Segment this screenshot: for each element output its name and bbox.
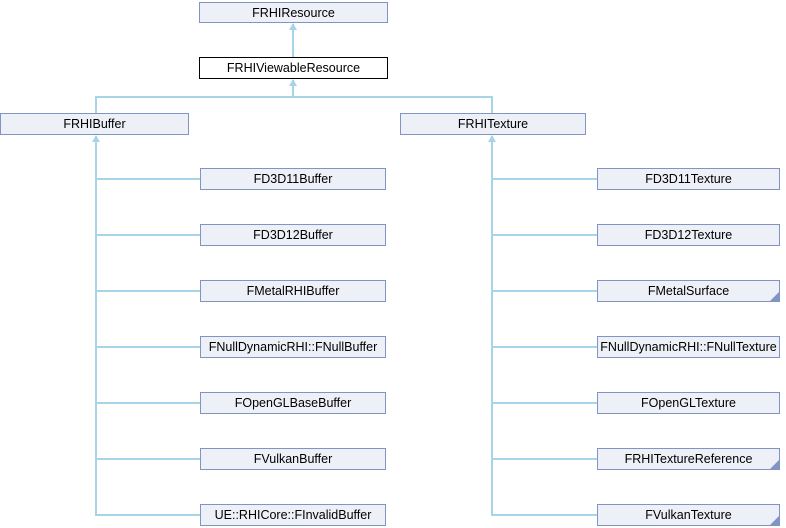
connector-line [96,178,200,180]
node-frhiviewableresource-current: FRHIViewableResource [199,57,388,79]
node-frhitexturereference[interactable]: FRHITextureReference [597,448,780,470]
connector-line [492,514,597,516]
node-frhiresource[interactable]: FRHIResource [199,2,388,23]
connector-line [96,290,200,292]
node-fmetalrhibuffer[interactable]: FMetalRHIBuffer [200,280,386,302]
node-fd3d12buffer[interactable]: FD3D12Buffer [200,224,386,246]
node-fvulkantexture[interactable]: FVulkanTexture [597,504,780,526]
connector-line [96,402,200,404]
connector-line [491,97,493,113]
node-fmetalsurface[interactable]: FMetalSurface [597,280,780,302]
connector-line [492,290,597,292]
derived-classes-fold-icon [770,460,779,469]
node-ue-rhicore-finvalidbuffer[interactable]: UE::RHICore::FInvalidBuffer [200,504,386,526]
node-frhibuffer[interactable]: FRHIBuffer [0,113,189,135]
connector-line [96,234,200,236]
node-fnulldynamicrhi-fnullbuffer[interactable]: FNullDynamicRHI::FNullBuffer [200,336,386,358]
connector-line [292,24,294,57]
node-label: FMetalSurface [647,284,730,298]
connector-line [95,96,493,98]
connector-line [292,80,294,97]
connector-line [492,458,597,460]
node-fd3d11texture[interactable]: FD3D11Texture [597,168,780,190]
node-frhitexture[interactable]: FRHITexture [400,113,586,135]
node-fopenglbasebuffer[interactable]: FOpenGLBaseBuffer [200,392,386,414]
node-fd3d12texture[interactable]: FD3D12Texture [597,224,780,246]
connector-line [492,178,597,180]
connector-line [96,458,200,460]
connector-line [492,402,597,404]
connector-line [491,136,493,516]
derived-classes-fold-icon [770,516,779,525]
node-fopengltexture[interactable]: FOpenGLTexture [597,392,780,414]
connector-line [492,234,597,236]
derived-classes-fold-icon [770,292,779,301]
connector-line [96,346,200,348]
connector-line [96,514,200,516]
node-fd3d11buffer[interactable]: FD3D11Buffer [200,168,386,190]
connector-line [95,97,97,113]
connector-line [492,346,597,348]
node-label: FVulkanTexture [645,508,732,522]
node-label: FRHITextureReference [624,452,753,466]
node-fvulkanbuffer[interactable]: FVulkanBuffer [200,448,386,470]
node-fnulldynamicrhi-fnulltexture[interactable]: FNullDynamicRHI::FNullTexture [597,336,780,358]
connector-line [95,136,97,516]
